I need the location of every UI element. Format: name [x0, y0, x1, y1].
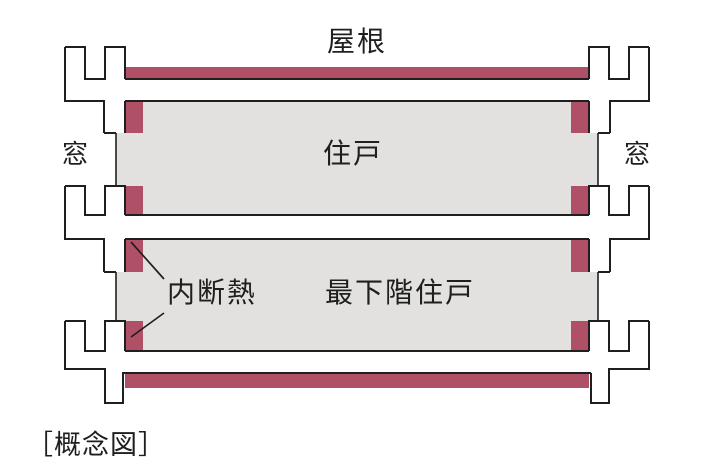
wall-insulation-block-right-lower-bottom: [571, 321, 589, 351]
middle-junction-left: [64, 185, 126, 272]
insulation-label: 内断熱: [166, 278, 258, 309]
wall-insulation-block-left-lower-top: [125, 240, 143, 272]
floor-insulation-strip: [125, 374, 589, 388]
bottom-junction-right: [588, 320, 650, 404]
wall-segment-left-upper-sill: [104, 186, 125, 215]
wall-insulation-block-right-upper-bottom: [571, 186, 589, 215]
wall-segment-right-upper-head: [589, 101, 610, 133]
roof-insulation-strip: [125, 67, 589, 79]
wall-insulation-block-right-lower-top: [571, 240, 589, 272]
bottom-junction-left: [64, 320, 591, 404]
parapet-outline-right: [588, 46, 650, 133]
wall-insulation-block-left-upper-bottom: [125, 186, 143, 215]
wall-segment-right-upper-sill: [589, 186, 610, 215]
window-label-right: 窓: [623, 140, 651, 169]
roof-label: 屋根: [326, 27, 388, 58]
middle-slab-lines: [125, 214, 589, 240]
parapet-outline-left: [64, 46, 126, 133]
caption: ［概念図］: [26, 430, 166, 460]
wall-segment-left-lower-sill: [104, 321, 125, 351]
wall-segment-right-lower-head: [589, 239, 610, 272]
window-label-left: 窓: [61, 140, 89, 169]
upper-unit-interior: [116, 101, 598, 215]
insulation-leader-line-upper: [130, 241, 165, 280]
wall-insulation-block-left-upper-top: [125, 102, 143, 133]
wall-insulation-block-left-lower-bottom: [125, 321, 143, 351]
insulation-leader-line-lower: [130, 312, 165, 338]
lowest-floor-unit-interior: [116, 239, 598, 351]
wall-segment-left-lower-head: [104, 239, 125, 272]
wall-segment-left-upper-head: [104, 101, 125, 133]
middle-junction-right: [588, 185, 650, 272]
wall-segment-right-lower-sill: [589, 321, 610, 351]
lowest-floor-unit-label: 最下階住戸: [324, 278, 476, 309]
wall-insulation-block-right-upper-top: [571, 102, 589, 133]
roof-slab-lines: [125, 78, 589, 102]
upper-unit-label: 住戸: [322, 139, 384, 170]
window-frame-steps: [104, 132, 610, 273]
